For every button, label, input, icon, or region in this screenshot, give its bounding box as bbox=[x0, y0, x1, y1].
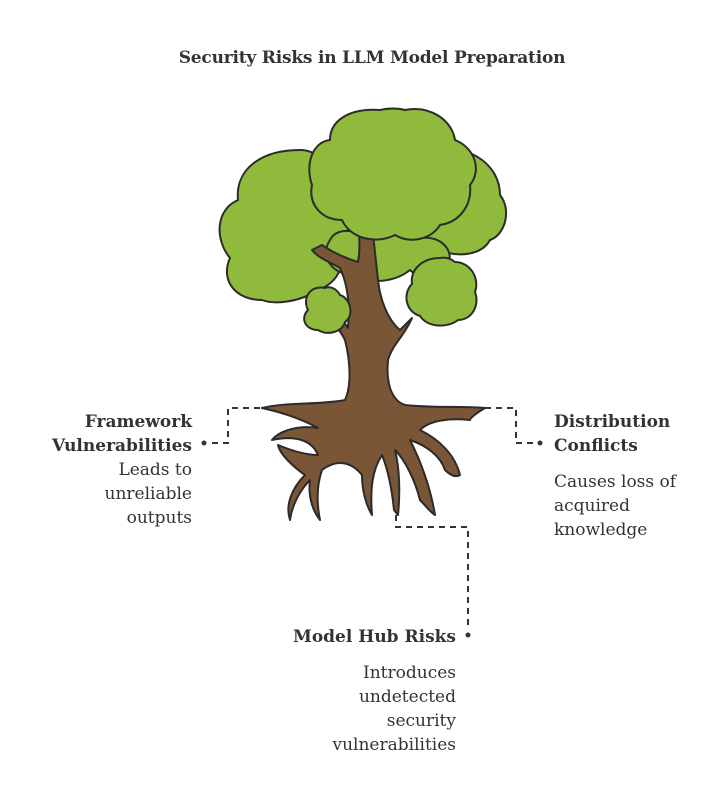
node-heading: Distribution Conflicts bbox=[554, 410, 714, 458]
description-line: outputs bbox=[126, 508, 192, 528]
node-description: Causes loss of acquired knowledge bbox=[554, 470, 714, 542]
diagram-title: Security Risks in LLM Model Preparation bbox=[178, 48, 566, 68]
heading-line: Framework bbox=[84, 412, 192, 432]
distribution-conflicts-node: Distribution Conflicts Causes loss of ac… bbox=[554, 410, 714, 542]
node-description: Leads to unreliable outputs bbox=[20, 458, 192, 530]
foliage-front bbox=[303, 107, 478, 334]
framework-vulnerabilities-node: Framework Vulnerabilities Leads to unrel… bbox=[20, 410, 192, 530]
description-line: acquired bbox=[554, 496, 630, 516]
description-line: Leads to bbox=[118, 460, 192, 480]
connector-framework-dot bbox=[201, 440, 207, 446]
node-heading: Framework Vulnerabilities bbox=[20, 410, 192, 458]
connector-modelhub-dot bbox=[465, 632, 471, 638]
node-heading: Model Hub Risks bbox=[250, 625, 456, 649]
description-line: Introduces bbox=[363, 663, 456, 683]
description-line: Causes loss of bbox=[554, 472, 677, 492]
description-line: vulnerabilities bbox=[332, 735, 456, 755]
heading-line: Vulnerabilities bbox=[51, 436, 192, 456]
connector-distribution bbox=[485, 407, 536, 444]
connector-modelhub bbox=[395, 515, 469, 630]
description-line: unreliable bbox=[104, 484, 192, 504]
heading-line: Model Hub Risks bbox=[293, 627, 456, 647]
heading-line: Distribution bbox=[554, 412, 671, 432]
connector-framework bbox=[208, 407, 260, 444]
node-description: Introduces undetected security vulnerabi… bbox=[250, 661, 456, 757]
description-line: undetected bbox=[358, 687, 456, 707]
connector-distribution-dot bbox=[537, 440, 543, 446]
model-hub-risks-node: Model Hub Risks Introduces undetected se… bbox=[250, 625, 456, 757]
description-line: knowledge bbox=[554, 520, 648, 540]
description-line: security bbox=[386, 711, 456, 731]
heading-line: Conflicts bbox=[554, 436, 638, 456]
tree-icon bbox=[218, 107, 508, 521]
